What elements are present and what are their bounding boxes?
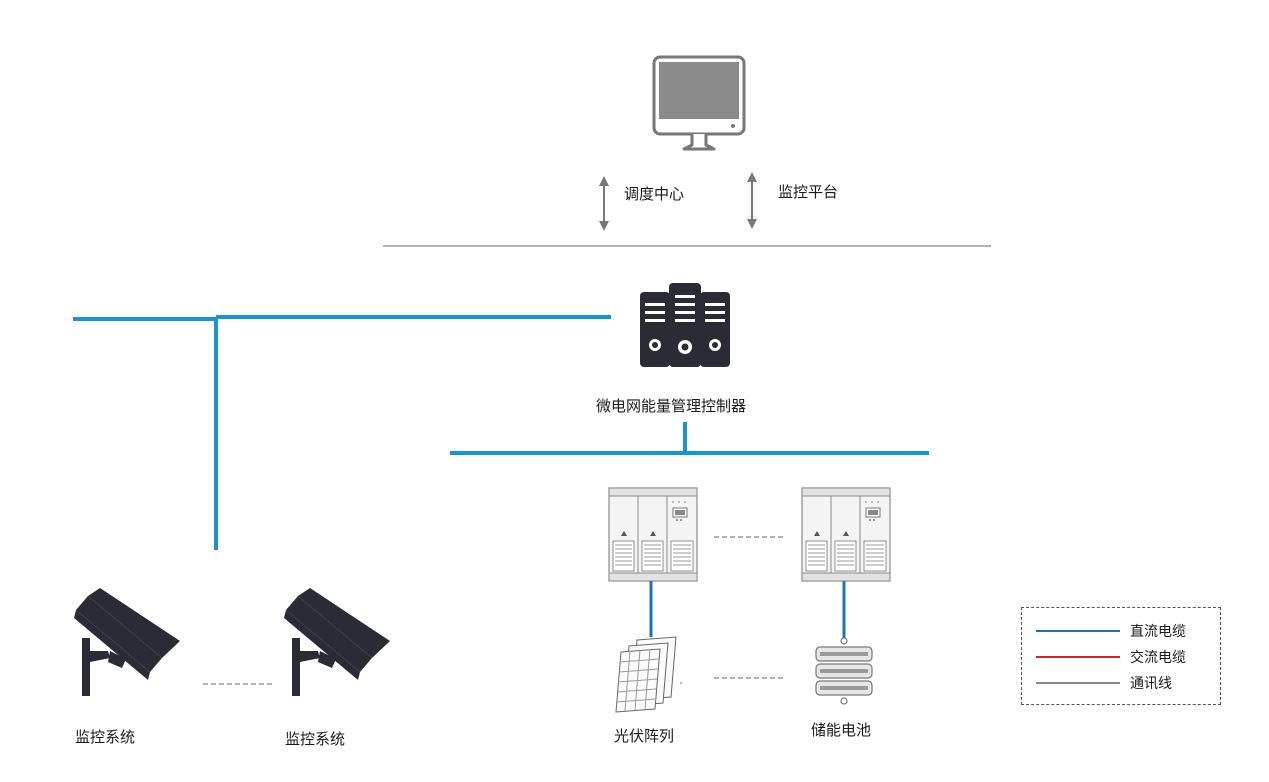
legend-label: 通讯线 [1130,676,1172,692]
server-icon [640,283,730,367]
legend-label: 交流电缆 [1130,650,1186,666]
bus-lines [73,315,929,550]
monitor-arrow-icon [747,172,757,229]
legend-item-comm: 通讯线 [1036,674,1172,692]
inverter-cabinet-icon [608,487,698,582]
camera-icon [74,588,180,696]
dispatch-center-label: 调度中心 [624,185,685,203]
dispatch-arrow-icon [599,176,609,231]
monitor-platform-label: 监控平台 [778,183,839,201]
legend: 直流电缆 交流电缆 通讯线 [1021,607,1221,705]
dc-cables [649,581,846,640]
dashed-connectors [203,536,786,685]
legend-swatch [1036,682,1120,684]
legend-label: 直流电缆 [1130,624,1186,640]
solar-panel-icon [615,636,682,713]
legend-swatch [1036,656,1120,658]
camera-icon [284,588,390,696]
inverter-cabinet-icon [801,487,891,582]
legend-item-ac: 交流电缆 [1036,648,1186,666]
legend-swatch [1036,630,1120,632]
camera-left-label: 监控系统 [75,728,136,746]
controller-label: 微电网能量管理控制器 [596,397,747,415]
monitor-icon [652,55,746,151]
battery-icon [815,637,873,705]
legend-item-dc: 直流电缆 [1036,622,1186,640]
pv-array-label: 光伏阵列 [614,727,675,745]
camera-right-label: 监控系统 [285,730,346,748]
battery-label: 储能电池 [811,721,872,739]
